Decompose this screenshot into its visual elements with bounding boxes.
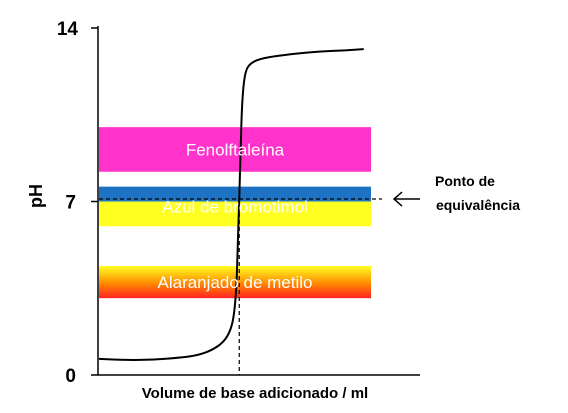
indicator-label: Azul de bromotimol: [162, 197, 308, 216]
titration-curve: [98, 48, 365, 361]
equivalence-label-line1: Ponto de: [435, 173, 495, 189]
band-azul-bromotimol-base-part: [99, 201, 371, 227]
y-tick-label: 0: [65, 366, 76, 387]
equivalence-label-line2: equivalência: [436, 197, 520, 213]
y-axis-label: pH: [26, 184, 46, 208]
band-fenolftaleina: [99, 127, 371, 172]
indicator-label: Fenolftaleína: [186, 140, 285, 159]
y-tick-label: 14: [57, 19, 79, 40]
indicator-label: Alaranjado de metilo: [158, 273, 313, 292]
equivalence-arrow-head: [392, 191, 403, 207]
x-axis-label: Volume de base adicionado / ml: [142, 385, 368, 402]
y-tick-label: 7: [65, 193, 76, 214]
band-azul-bromotimol-acid-part: [99, 186, 371, 202]
